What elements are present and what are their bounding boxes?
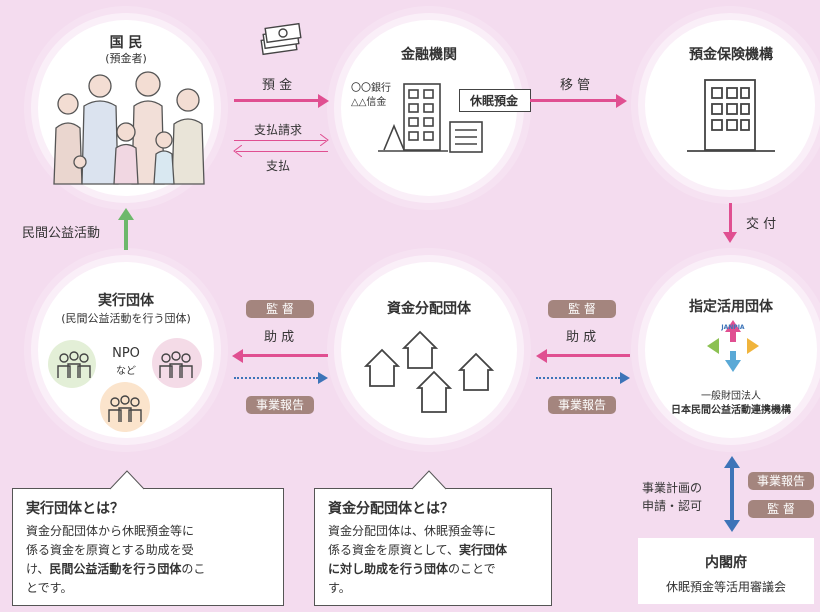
executing-subtitle: (民間公益活動を行う団体): [61, 312, 191, 325]
nado-label: など: [116, 366, 136, 377]
executing-callout-line3b: 民間公益活動を行う団体: [49, 562, 182, 576]
cabinet-arrow: [730, 468, 734, 522]
executing-callout-pointer: [110, 470, 144, 490]
dormant-deposit-label: 休眠預金: [469, 94, 518, 108]
payment-request-arrow-head: [320, 134, 329, 146]
executing-callout-line4: とです。: [26, 581, 73, 595]
transfer-arrow: [530, 99, 618, 102]
janpia-logo-text: JANPIA: [721, 324, 745, 331]
subsidy-arrow-left: [242, 354, 328, 357]
grant-arrow: [729, 203, 732, 233]
report-arrow-left-head: [318, 372, 328, 384]
bank-name-2: △△信金: [351, 97, 387, 108]
designated-org-line2: 日本民間公益活動連携機構: [671, 405, 791, 416]
group-icon-orange: [100, 382, 150, 432]
small-building-icon: [449, 121, 483, 153]
deposit-arrow: [234, 99, 320, 102]
janpia-logo-icon: [707, 320, 759, 372]
distribution-callout-pointer: [412, 470, 446, 490]
public-activity-arrow: [124, 220, 128, 250]
distribution-circle: [341, 262, 517, 438]
executing-callout-line3a: け、: [26, 562, 50, 576]
report-arrow-left: [234, 377, 318, 379]
bank-name-1: 〇〇銀行: [351, 83, 391, 94]
citizens-subtitle: (預金者): [105, 52, 147, 65]
distribution-callout-line4: す。: [328, 581, 351, 595]
bank-title: 金融機関: [401, 47, 457, 63]
executing-callout-line2: 係る資金を原資とする助成を受: [26, 543, 194, 557]
distribution-callout-line2a: 係る資金を原資として、: [328, 543, 460, 557]
report-badge-left: 事業報告: [246, 396, 314, 414]
transfer-label: 移 管: [560, 78, 591, 93]
report-arrow-right-head: [620, 372, 630, 384]
executing-callout-line1: 資金分配団体から休眠預金等に: [26, 524, 195, 538]
designated-title: 指定活用団体: [689, 299, 773, 315]
executing-callout: [12, 488, 284, 606]
cabinet-arrow-head-up: [724, 456, 740, 468]
grant-arrow-head: [723, 232, 737, 243]
payment-label: 支払: [266, 159, 291, 173]
report-badge-cabinet: 事業報告: [748, 472, 814, 490]
distribution-callout-line3a: に対し助成を行う団体: [328, 562, 449, 576]
insurance-circle: [645, 20, 815, 190]
deposit-label: 預 金: [262, 78, 293, 93]
transfer-arrow-head: [616, 94, 627, 108]
grant-label: 交 付: [746, 217, 777, 232]
cabinet-subtitle: 休眠預金等活用審議会: [665, 580, 786, 594]
money-icon: [260, 22, 302, 56]
people-illustration: [53, 71, 205, 185]
subsidy-arrow-right-head: [536, 349, 547, 363]
people-group-icon: [57, 351, 193, 422]
distribution-callout: [314, 488, 552, 606]
group-icon-pink: [152, 338, 202, 388]
deposit-arrow-head: [318, 94, 329, 108]
distribution-callout-title: 資金分配団体とは？: [328, 501, 454, 517]
public-activity-label: 民間公益活動: [22, 226, 101, 241]
distribution-title: 資金分配団体: [387, 301, 471, 317]
report-arrow-right: [536, 377, 620, 379]
subsidy-arrow-left-head: [232, 349, 243, 363]
supervision-badge-left: 監 督: [246, 300, 314, 318]
cabinet-arrow-head-down: [724, 520, 740, 532]
insurance-title: 預金保険機構: [689, 47, 773, 63]
executing-callout-title: 実行団体とは？: [26, 501, 124, 517]
supervision-badge-right: 監 督: [548, 300, 616, 318]
payment-request-arrow: [234, 140, 326, 141]
executing-callout-content: 実行団体とは？ 資金分配団体から休眠預金等に 係る資金を原資とする助成を受 け、…: [26, 498, 276, 598]
bank-building-icon: [378, 83, 448, 152]
subsidy-arrow-right: [546, 354, 630, 357]
insurance-building-icon: [687, 79, 775, 152]
distribution-callout-line2b: 実行団体: [459, 543, 508, 557]
designated-org-line1: 一般財団法人: [701, 391, 761, 402]
payment-arrow-head: [233, 145, 242, 157]
houses-icon: [364, 330, 495, 413]
npo-label: NPO: [112, 346, 140, 361]
public-activity-arrow-head: [118, 208, 134, 220]
citizens-title: 国 民: [109, 35, 143, 51]
report-badge-right: 事業報告: [548, 396, 616, 414]
supervision-badge-cabinet: 監 督: [748, 500, 814, 518]
executing-title: 実行団体: [98, 293, 154, 309]
plan-label-line1: 事業計画の: [642, 481, 703, 495]
distribution-callout-line1: 資金分配団体は、休眠預金等に: [328, 524, 497, 538]
payment-arrow: [236, 151, 328, 152]
plan-label-line2: 申請・認可: [642, 499, 703, 513]
cabinet-title: 内閣府: [705, 555, 747, 571]
distribution-callout-content: 資金分配団体とは？ 資金分配団体は、休眠預金等に 係る資金を原資として、実行団体…: [328, 498, 546, 598]
distribution-callout-line3b: のことで: [448, 562, 496, 576]
executing-callout-line3c: のこ: [181, 562, 206, 576]
subsidy-label-left: 助 成: [264, 330, 295, 345]
subsidy-label-right: 助 成: [566, 330, 597, 345]
payment-request-label: 支払請求: [254, 123, 303, 137]
cabinet-box: [638, 538, 814, 604]
